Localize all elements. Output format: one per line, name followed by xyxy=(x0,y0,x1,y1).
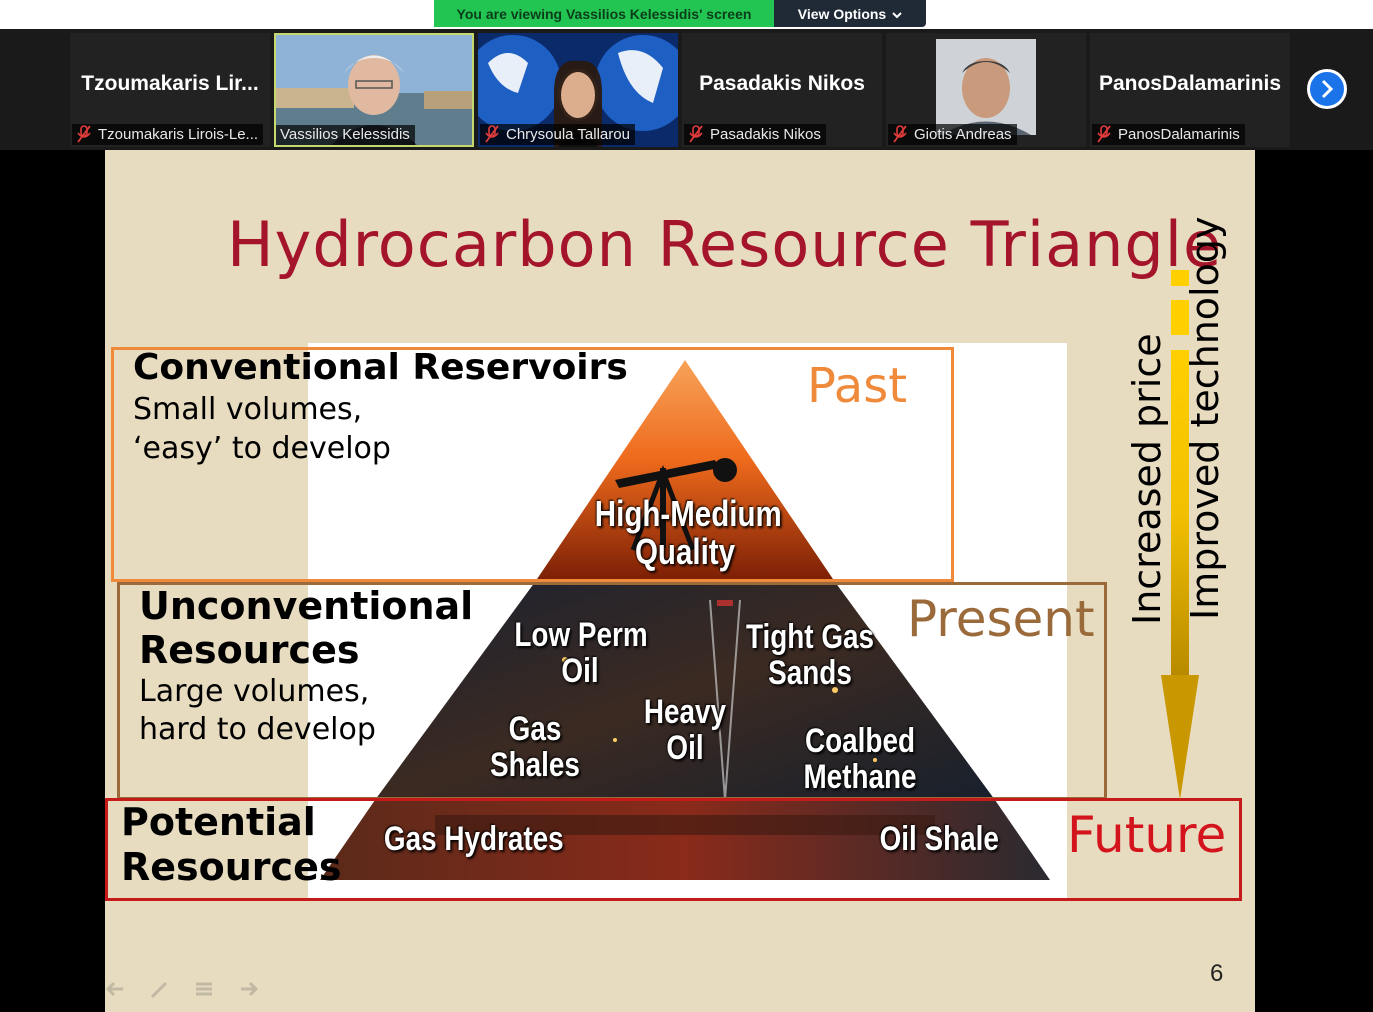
chevron-down-icon xyxy=(892,6,902,22)
participant-name: Pasadakis Nikos xyxy=(699,72,865,95)
menu-icon[interactable] xyxy=(193,978,215,1000)
participant-label: PanosDalamarinis xyxy=(1092,124,1245,145)
slide-page-number: 6 xyxy=(1210,960,1224,987)
label-high-medium: High-Medium Quality xyxy=(594,493,782,572)
participant-label-text: PanosDalamarinis xyxy=(1118,125,1240,143)
unconventional-heading-2: Resources xyxy=(139,628,360,672)
improved-technology-label: Improved technology xyxy=(1183,216,1227,620)
chevron-right-icon xyxy=(1321,79,1334,99)
label-gas-shales-line2: Shales xyxy=(490,745,580,784)
participant-label-text: Chrysoula Tallarou xyxy=(506,125,630,143)
unconventional-line2: hard to develop xyxy=(139,712,376,747)
participant-tile-active[interactable]: Vassilios Kelessidis xyxy=(274,33,474,147)
unconventional-heading-1: Unconventional xyxy=(139,584,474,628)
future-box xyxy=(105,798,1242,901)
resource-pyramid xyxy=(320,360,1050,880)
next-page-button[interactable] xyxy=(1307,69,1347,109)
label-heavy-oil-line1: Heavy xyxy=(643,693,727,731)
label-low-perm-line2: Oil xyxy=(561,651,599,690)
view-options-button[interactable]: View Options xyxy=(774,0,926,27)
participant-label-text: Tzoumakaris Lirois-Le... xyxy=(98,125,259,143)
label-tight-gas-sands: Tight Gas Sands xyxy=(744,618,875,692)
label-oil-shale: Oil Shale xyxy=(879,820,999,858)
participant-label: Tzoumakaris Lirois-Le... xyxy=(72,124,264,145)
participant-label: Pasadakis Nikos xyxy=(684,124,826,145)
label-low-perm-line1: Low Perm xyxy=(514,616,648,654)
era-present: Present xyxy=(907,590,1095,648)
participant-tile[interactable]: Chrysoula Tallarou xyxy=(478,33,678,147)
label-coalbed-line1: Coalbed xyxy=(805,722,915,760)
participant-tile[interactable]: Tzoumakaris Lir... Tzoumakaris Lirois-Le… xyxy=(70,33,270,147)
conventional-line1: Small volumes, xyxy=(133,392,363,427)
muted-mic-icon xyxy=(1097,125,1111,143)
label-heavy-oil: Heavy Oil xyxy=(640,693,730,767)
label-high-medium-line2: Quality xyxy=(634,530,736,572)
muted-mic-icon xyxy=(893,125,907,143)
viewing-banner: You are viewing Vassilios Kelessidis' sc… xyxy=(434,0,774,27)
forward-arrow-icon[interactable] xyxy=(237,978,259,1000)
label-gas-shales: Gas Shales xyxy=(486,710,584,784)
slide-title: Hydrocarbon Resource Triangle xyxy=(227,208,1223,281)
participant-label-text: Pasadakis Nikos xyxy=(710,125,821,143)
view-options-label: View Options xyxy=(797,5,887,22)
past-box xyxy=(111,347,954,582)
shared-slide: Hydrocarbon Resource Triangle Convention… xyxy=(105,150,1255,1012)
conventional-line2: ‘easy’ to develop xyxy=(133,431,391,466)
participant-strip: Tzoumakaris Lir... Tzoumakaris Lirois-Le… xyxy=(0,29,1373,150)
muted-mic-icon xyxy=(485,125,499,143)
pen-icon[interactable] xyxy=(149,978,171,1000)
potential-heading-1: Potential xyxy=(121,800,316,844)
conventional-heading: Conventional Reservoirs xyxy=(133,347,628,388)
participant-label: Vassilios Kelessidis xyxy=(276,125,415,145)
label-tight-gas-line2: Sands xyxy=(768,653,852,692)
label-tight-gas-line1: Tight Gas xyxy=(745,618,875,656)
muted-mic-icon xyxy=(77,125,91,143)
participant-tile[interactable]: Giotis Andreas xyxy=(886,33,1086,147)
presentation-toolbar[interactable] xyxy=(105,978,259,1000)
participant-label: Giotis Andreas xyxy=(888,124,1017,145)
label-gas-hydrates: Gas Hydrates xyxy=(383,820,564,858)
label-coalbed-methane: Coalbed Methane xyxy=(799,722,922,796)
muted-mic-icon xyxy=(689,125,703,143)
participant-tile[interactable]: Pasadakis Nikos Pasadakis Nikos xyxy=(682,33,882,147)
unconventional-line1: Large volumes, xyxy=(139,674,370,709)
participant-label-text: Giotis Andreas xyxy=(914,125,1012,143)
label-gas-shales-line1: Gas xyxy=(508,710,562,748)
participant-tile[interactable]: PanosDalamarinis PanosDalamarinis xyxy=(1090,33,1290,147)
back-arrow-icon[interactable] xyxy=(105,978,127,1000)
down-arrow xyxy=(1161,270,1199,800)
label-coalbed-line2: Methane xyxy=(803,757,917,796)
era-past: Past xyxy=(807,358,908,414)
increased-price-label: Increased price xyxy=(1125,333,1169,625)
label-low-perm-oil: Low Perm Oil xyxy=(514,616,648,690)
potential-heading-2: Resources xyxy=(121,845,342,889)
top-bar: You are viewing Vassilios Kelessidis' sc… xyxy=(0,0,1373,29)
participant-label-text: Vassilios Kelessidis xyxy=(280,126,410,143)
label-high-medium-line1: High-Medium xyxy=(594,493,782,534)
participant-label: Chrysoula Tallarou xyxy=(480,124,635,145)
participant-name: PanosDalamarinis xyxy=(1098,72,1282,95)
era-future: Future xyxy=(1067,806,1227,864)
participant-name: Tzoumakaris Lir... xyxy=(81,72,259,95)
label-heavy-oil-line2: Oil xyxy=(666,728,704,767)
